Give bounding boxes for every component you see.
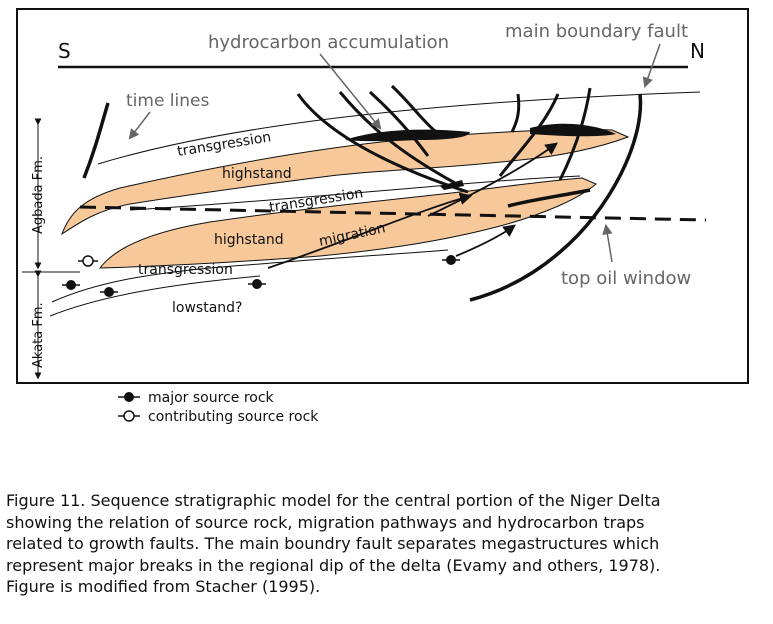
hydrocarbon-accumulation-label: hydrocarbon accumulation: [208, 32, 449, 53]
fault-5: [510, 93, 521, 133]
time-line-top: [97, 91, 701, 165]
fault-4: [390, 84, 437, 134]
migration-arrow-main: [267, 192, 473, 269]
time-line-lower-2: [49, 275, 261, 317]
caption-line: Figure is modified from Stacher (1995).: [6, 577, 321, 596]
north-label: N: [690, 39, 705, 63]
hydrocarbon-accumulation-main: [345, 129, 470, 142]
transgression-upper-label: transgression: [176, 129, 272, 160]
fault-1: [296, 93, 469, 194]
contributing-source-rock-symbol: [78, 255, 98, 267]
figure-caption: Figure 11. Sequence stratigraphic model …: [6, 490, 768, 598]
fault-short: [507, 188, 591, 208]
major-source-rock-symbol: [248, 279, 266, 289]
legend-major-label: major source rock: [148, 390, 275, 406]
top-oil-window-line: [79, 205, 707, 222]
akata-fm-label: Akata Fm.: [31, 302, 46, 368]
major-source-rock-symbol: [100, 287, 118, 297]
major-source-rock-symbol: [62, 280, 80, 290]
top-oil-window-label: top oil window: [561, 268, 691, 289]
caption-line: showing the relation of source rock, mig…: [6, 512, 645, 532]
fault-7: [558, 87, 592, 181]
legend-major-symbol: [118, 392, 140, 402]
time-lines-callout-arrow: [128, 111, 151, 140]
south-label: S: [58, 39, 71, 63]
time-line-middle: [129, 175, 581, 211]
hydrocarbon-accumulation-right: [530, 123, 616, 137]
major-source-rock-symbol: [442, 255, 460, 265]
fault-2: [338, 91, 456, 185]
stratigraphic-model-diagram: S N hydrocarbon accumulation main bounda…: [16, 8, 749, 425]
legend-contributing-symbol: [118, 410, 140, 422]
hydrocarbon-callout-arrow: [319, 53, 382, 130]
lowstand-label: lowstand?: [172, 300, 242, 316]
main-boundary-fault: [469, 93, 643, 302]
fault-left: [82, 102, 110, 179]
highstand-upper-body: [61, 129, 630, 236]
transgression-lower-label: transgression: [138, 262, 233, 278]
caption-line: represent major breaks in the regional d…: [6, 555, 661, 575]
diagram-frame: [16, 8, 749, 384]
caption-line: related to growth faults. The main bound…: [6, 534, 660, 553]
caption-line: Figure 11. Sequence stratigraphic model …: [6, 491, 661, 510]
highstand-lower-label: highstand: [214, 232, 284, 248]
boundary-fault-callout-arrow: [642, 43, 661, 88]
highstand-upper-label: highstand: [222, 166, 292, 182]
migration-arrow-upper: [427, 142, 559, 217]
time-lines-label: time lines: [126, 91, 209, 111]
time-line-lower-1: [51, 249, 449, 303]
legend: major source rock contributing source ro…: [118, 390, 319, 425]
agbada-fm-label: Agbada Fm.: [31, 156, 46, 234]
fault-3: [368, 90, 430, 157]
fault-6: [498, 93, 560, 177]
top-oil-window-callout-arrow: [602, 223, 613, 263]
migration-arrow-right: [455, 224, 517, 257]
main-boundary-fault-label: main boundary fault: [505, 21, 688, 42]
legend-contributing-label: contributing source rock: [148, 409, 319, 425]
